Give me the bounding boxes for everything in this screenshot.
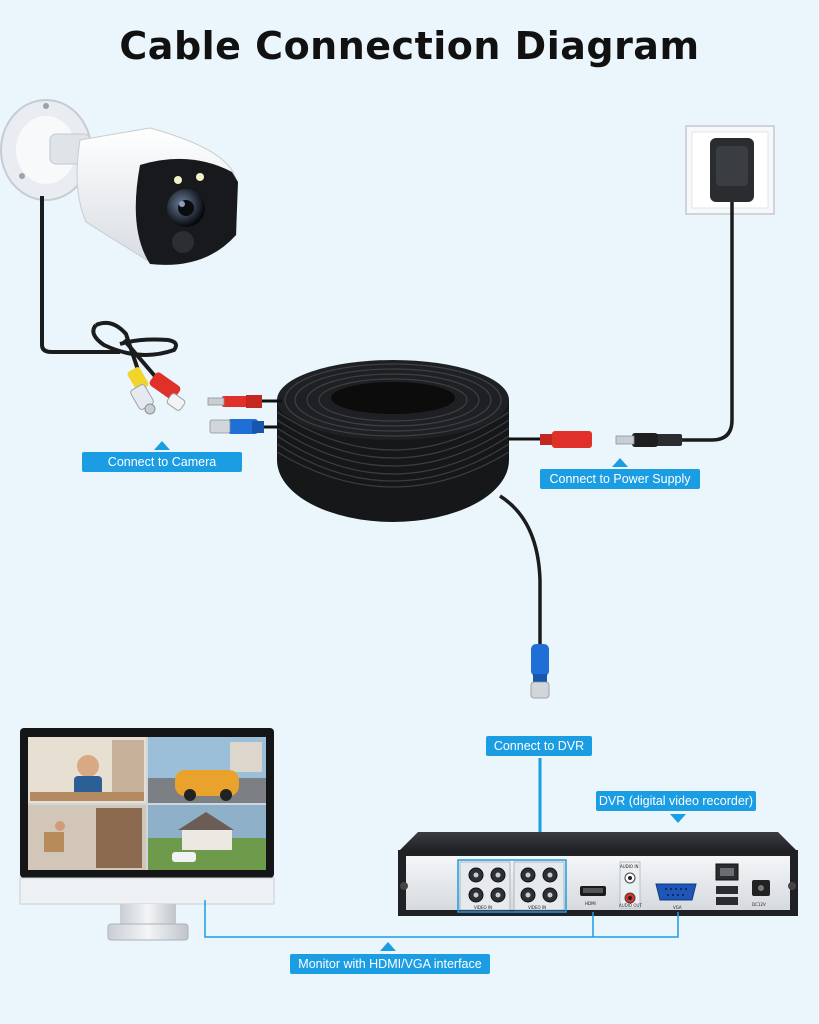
- dc-port-label: DC12V: [752, 902, 766, 907]
- page-title: Cable Connection Diagram: [119, 24, 700, 68]
- monitor-connection-lines: [204, 900, 679, 938]
- audio-in-label: AUDIO IN: [620, 864, 639, 869]
- camera-pigtail-cable: [91, 320, 186, 415]
- label-monitor: Monitor with HDMI/VGA interface: [290, 954, 490, 974]
- power-adapter: [615, 125, 775, 447]
- label-connect-to-camera: Connect to Camera: [82, 452, 242, 472]
- label-connect-to-dvr: Connect to DVR: [486, 736, 592, 756]
- cable-to-dvr: [499, 494, 550, 699]
- hdmi-port-label: HDMI: [585, 901, 596, 906]
- siamese-cable-coil: [276, 360, 510, 522]
- video-in-label-1: VIDEO IN: [474, 905, 492, 910]
- video-in-label-2: VIDEO IN: [528, 905, 546, 910]
- camera-feed-4: [148, 805, 266, 870]
- camera-feed-1: [28, 737, 146, 803]
- dvr-device: VIDEO IN VIDEO IN HDMI AUDIO IN AUDIO OU…: [398, 832, 798, 936]
- camera-feed-2: [148, 737, 266, 803]
- pointer-arrows: [154, 441, 686, 951]
- label-connect-to-power-supply: Connect to Power Supply: [540, 469, 700, 489]
- audio-out-label: AUDIO OUT: [619, 903, 642, 908]
- label-dvr: DVR (digital video recorder): [596, 791, 756, 811]
- camera-feed-3: [28, 805, 146, 870]
- coil-power-connector: [509, 431, 592, 448]
- vga-port-label: VGA: [673, 905, 682, 910]
- monitor: [19, 728, 275, 941]
- security-camera: [0, 99, 238, 354]
- coil-left-connectors: [207, 395, 282, 434]
